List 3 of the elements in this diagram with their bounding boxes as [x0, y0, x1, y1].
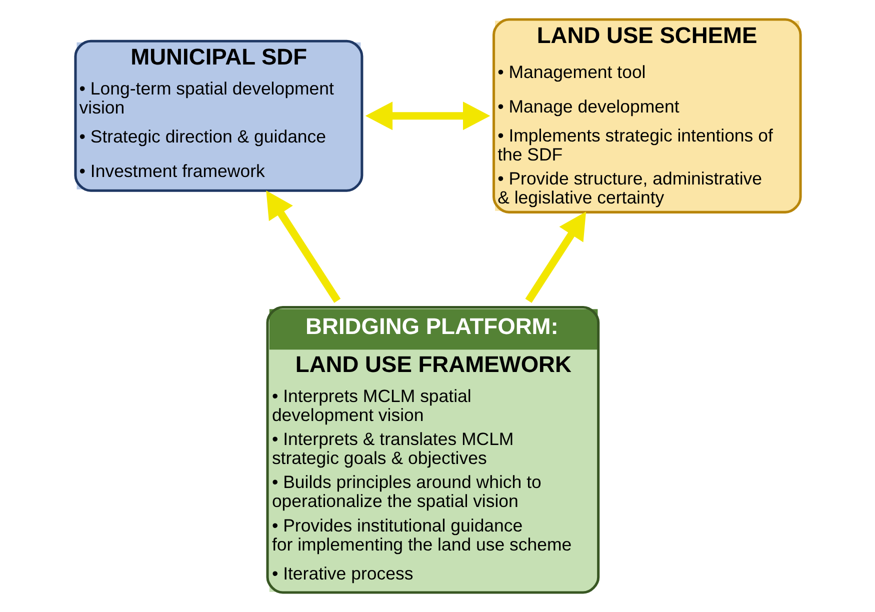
arrow — [266, 190, 340, 303]
arrow — [524, 212, 586, 303]
arrow — [364, 102, 490, 130]
